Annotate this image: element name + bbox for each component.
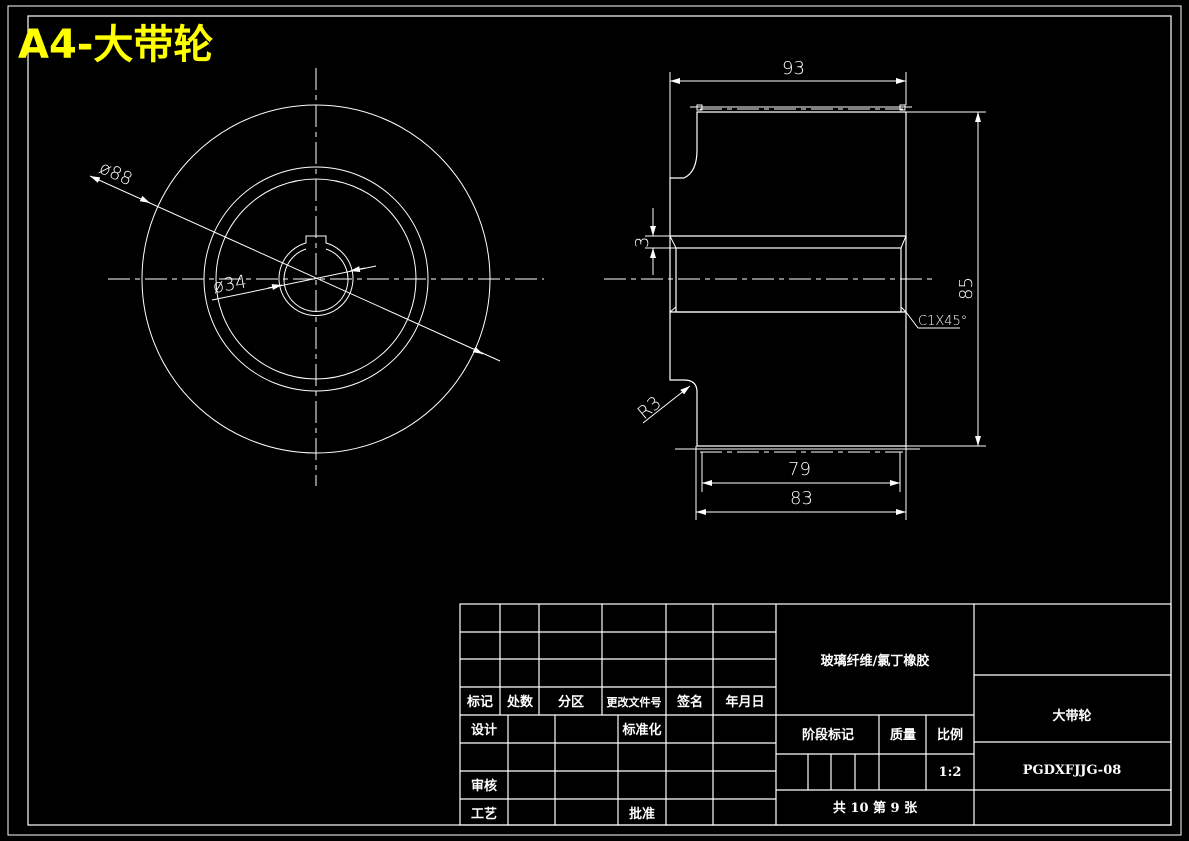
drawing-number: PGDXFJJG-08 (1023, 763, 1122, 778)
header-date: 年月日 (725, 694, 764, 710)
label-mass: 质量 (890, 727, 916, 743)
label-scale: 比例 (937, 727, 963, 743)
bore-inner-circle (283, 248, 349, 312)
hatched-upper-section (669, 111, 907, 237)
dim-overall-width: 93 (782, 58, 805, 79)
outer-border (7, 5, 1182, 836)
dim-line-fillet (642, 385, 691, 424)
hatched-lower-section (669, 311, 907, 447)
section-view: 93 85 3 C1X45° R3 79 83 (604, 58, 986, 520)
dim-fillet: R3 (634, 392, 666, 423)
title-block: 标记 处数 分区 更改文件号 签名 年月日 设计 标准化 审核 工艺 批准 玻璃… (459, 603, 1172, 826)
dim-outer-diameter: ø88 (96, 157, 136, 190)
sheet-info: 共 10 第 9 张 (833, 800, 918, 816)
label-approve: 批准 (629, 806, 655, 822)
bore-with-keyway (278, 235, 354, 317)
header-mark: 标记 (466, 694, 493, 710)
inner-border (27, 15, 1172, 826)
dim-height: 85 (956, 277, 977, 300)
hub-inner-circle (215, 178, 417, 380)
material: 玻璃纤维/氯丁橡胶 (821, 653, 930, 669)
label-design: 设计 (471, 722, 497, 738)
label-standardization: 标准化 (621, 722, 661, 738)
bore-section (675, 247, 902, 313)
header-zone: 分区 (558, 694, 584, 710)
drawing-title: A4-大带轮 (18, 22, 213, 68)
dim-outer-width: 83 (790, 488, 813, 509)
header-count: 处数 (506, 694, 534, 710)
label-stage-mark: 阶段标记 (802, 727, 854, 743)
scale-value: 1:2 (939, 765, 962, 780)
dim-inner-width: 79 (788, 459, 811, 480)
label-process: 工艺 (471, 806, 497, 822)
dim-chamfer: C1X45° (918, 314, 967, 329)
outer-circle (141, 104, 491, 454)
label-review: 审核 (471, 778, 497, 794)
dim-line-outer-diameter (89, 175, 501, 362)
part-name: 大带轮 (1052, 708, 1091, 724)
header-signature: 签名 (676, 694, 703, 710)
header-change-doc: 更改文件号 (607, 695, 662, 709)
dim-step: 3 (632, 237, 653, 248)
hub-outer-circle (203, 166, 429, 392)
dim-line-bore-diameter (211, 265, 377, 301)
front-view: ø88 ø34 (89, 68, 544, 486)
